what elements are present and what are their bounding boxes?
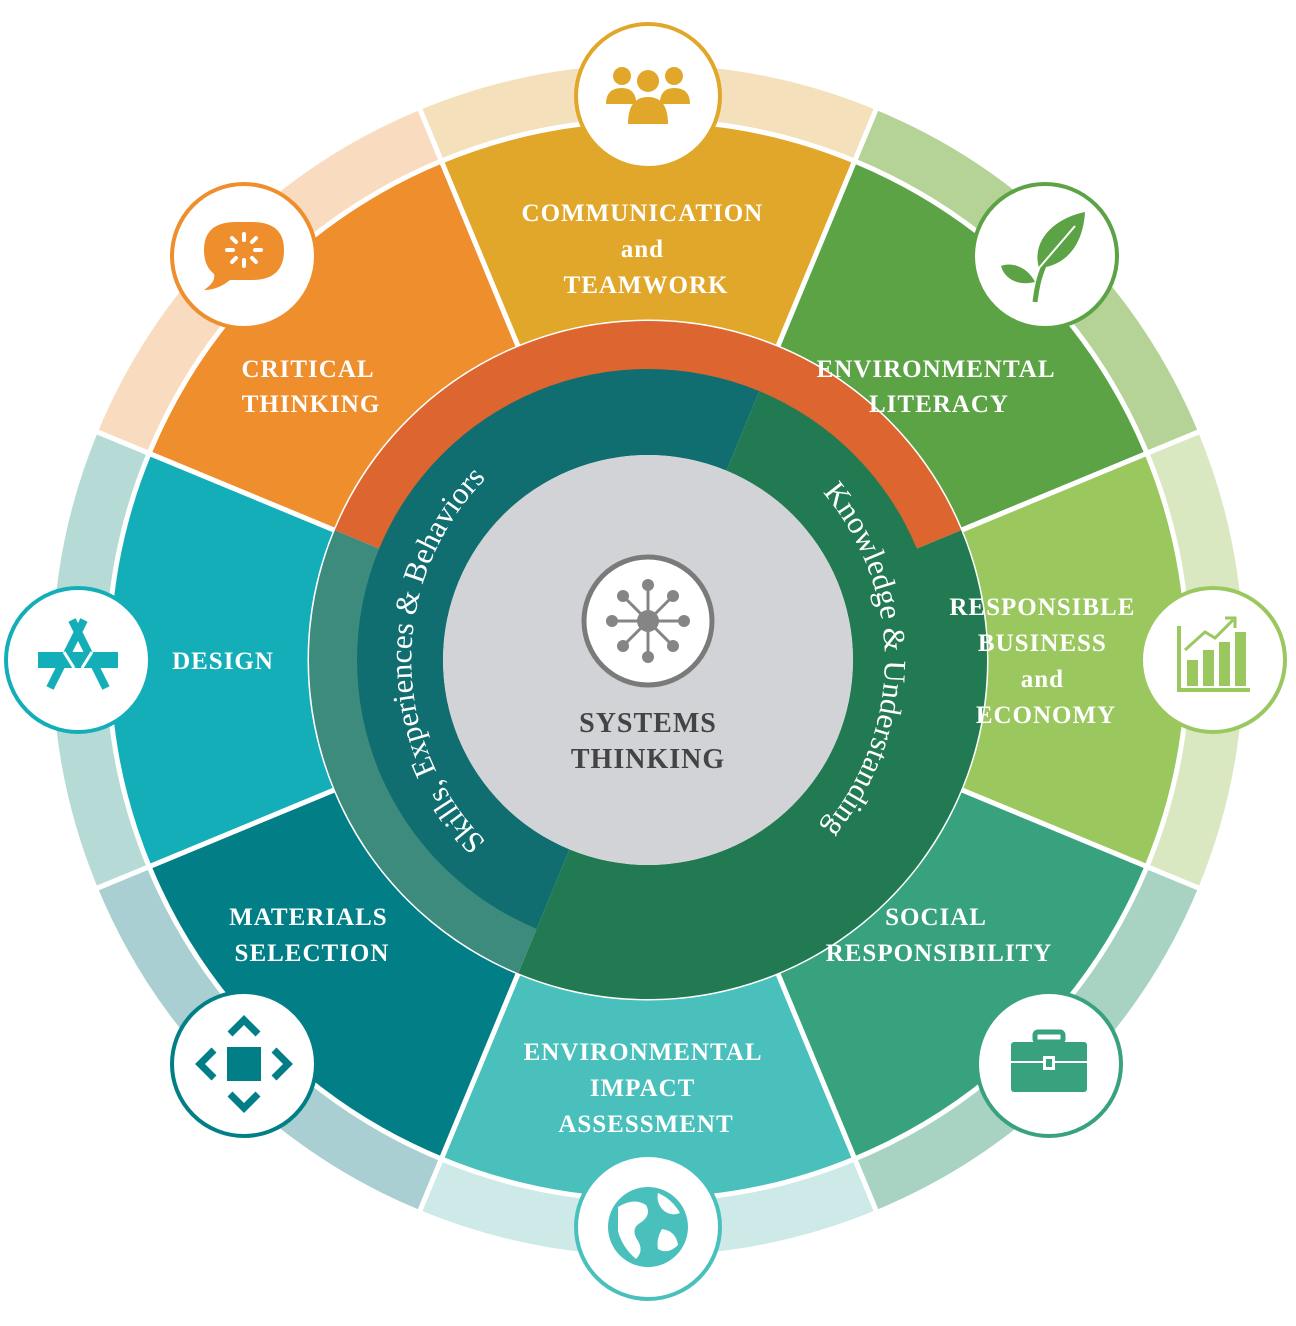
segment-label-communication: COMMUNICATION and TEAMWORK [522,200,771,299]
segment-icons [4,22,1287,1301]
inner-ring-knowledge [536,391,940,951]
center-title-line1: SYSTEMS [579,708,717,739]
segment-label-critical-thinking: CRITICAL THINKING [242,356,381,418]
segment-label-environmental-literacy: ENVIRONMENTAL LITERACY [817,356,1062,418]
segment-wedges [105,117,1191,1203]
segment-label-responsible-business: RESPONSIBLE BUSINESS and ECONOMY [949,594,1142,729]
segment-label-social-responsibility: SOCIAL RESPONSIBILITY [826,904,1053,967]
center-title-line2: THINKING [571,744,725,775]
people-group-icon [574,22,722,170]
inner-category-ring [357,369,940,951]
move-arrows-icon [170,990,318,1138]
idea-bubble-icon [170,182,318,330]
arc-knowledge [518,530,988,1000]
network-hub-icon [581,554,715,688]
center-hub: SYSTEMS THINKING [443,455,853,865]
segment-labels: COMMUNICATION and TEAMWORK ENVIRONMENTAL… [172,200,1142,1138]
briefcase-icon [975,990,1123,1138]
segment-label-materials-selection: MATERIALS SELECTION [229,904,395,967]
inner-ring-skills [357,369,760,929]
globe-icon [574,1153,722,1301]
arc-skills [308,530,538,974]
segment-label-design: DESIGN [172,648,274,675]
design-tools-icon [4,586,152,734]
segment-label-impact-assessment: ENVIRONMENTAL IMPACT ASSESSMENT [524,1039,769,1138]
arc-critical-communication [334,320,962,550]
leaf-sprout-icon [971,182,1119,330]
middle-category-ring [308,320,988,1000]
growth-chart-icon [1139,586,1287,734]
